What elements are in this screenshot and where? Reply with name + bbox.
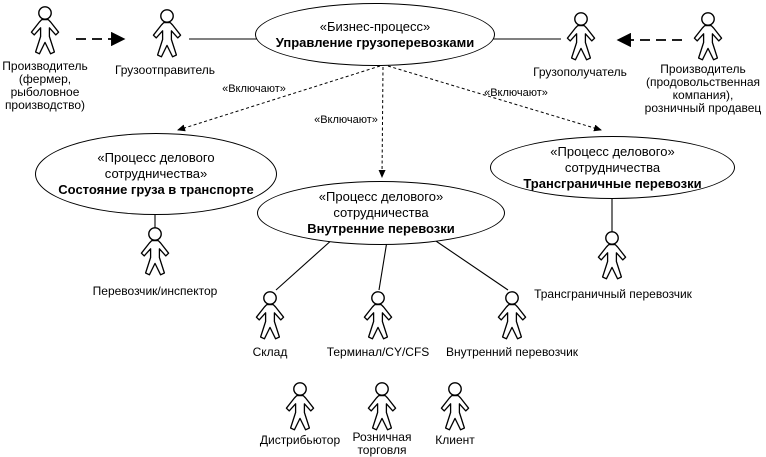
actor-label-distributor: Дистрибьютор	[259, 433, 341, 447]
actor-label-warehouse: Склад	[252, 345, 288, 359]
actor-label-producer-right: Производитель (продовольственная компани…	[644, 62, 762, 115]
actor-icon-terminal	[361, 291, 395, 341]
usecase-title: Трансграничные перевозки	[523, 175, 702, 191]
actor-label-producer-left: Производитель (фермер, рыболовное произв…	[2, 59, 88, 112]
actor-label-client: Клиент	[435, 433, 475, 447]
actor-icon-producer-left	[28, 6, 62, 56]
actor-icon-carrier-inspector	[138, 227, 172, 277]
usecase-stereotype: «Процесс делового»	[318, 189, 444, 204]
usecase-cargo-status: «Процесс делового сотрудничества» Состоя…	[35, 133, 277, 215]
include-arrow-right	[387, 65, 602, 132]
include-arrow-left	[177, 65, 381, 132]
actor-icon-shipper	[150, 9, 184, 59]
actor-label-domestic-carrier: Внутренний перевозчик	[445, 345, 579, 359]
include-label-middle: «Включают»	[314, 114, 378, 126]
actor-icon-producer-right	[691, 12, 725, 62]
usecase-stereotype: сотрудничества»	[104, 166, 208, 181]
connector-domestic-warehouse	[275, 237, 335, 291]
actor-label-retail: Розничная торговля	[352, 430, 412, 457]
actor-label-shipper: Грузоотправитель	[114, 63, 216, 77]
actor-label-carrier-inspector: Перевозчик/инспектор	[92, 284, 218, 298]
connector-domestic-domesticcarrier	[429, 236, 509, 291]
include-arrow-middle	[378, 66, 386, 178]
usecase-crossborder-transport: «Процесс делового» сотрудничества Трансг…	[490, 136, 735, 199]
usecase-stereotype: сотрудничества	[564, 159, 661, 175]
actor-icon-consignee	[564, 12, 598, 62]
actor-label-crossborder-carrier: Трансграничный перевозчик	[534, 287, 692, 301]
actor-label-consignee: Грузополучатель	[533, 65, 627, 79]
actor-icon-warehouse	[253, 291, 287, 341]
usecase-title: Внутренние перевозки	[307, 221, 455, 236]
actor-icon-client	[438, 382, 472, 432]
usecase-business-process: «Бизнес-процесс» Управление грузоперевоз…	[255, 3, 495, 66]
usecase-stereotype: «Бизнес-процесс»	[319, 18, 431, 34]
actor-icon-distributor	[283, 382, 317, 432]
connector-domestic-terminal	[378, 240, 388, 291]
include-label-right: «Включают»	[484, 87, 548, 99]
actor-icon-domestic-carrier	[495, 291, 529, 341]
usecase-title: Состояние груза в транспорте	[58, 182, 254, 197]
usecase-domestic-transport: «Процесс делового» сотрудничества Внутре…	[257, 181, 505, 245]
usecase-title: Управление грузоперевозками	[275, 34, 475, 50]
usecase-stereotype: сотрудничества	[333, 205, 429, 220]
usecase-stereotype: «Процесс делового»	[550, 143, 675, 159]
usecase-stereotype: «Процесс делового	[97, 150, 215, 165]
actor-icon-retail	[365, 382, 399, 432]
actor-label-terminal: Терминал/CY/CFS	[326, 345, 430, 359]
actor-icon-crossborder-carrier	[595, 231, 629, 281]
include-label-left: «Включают»	[222, 83, 286, 95]
